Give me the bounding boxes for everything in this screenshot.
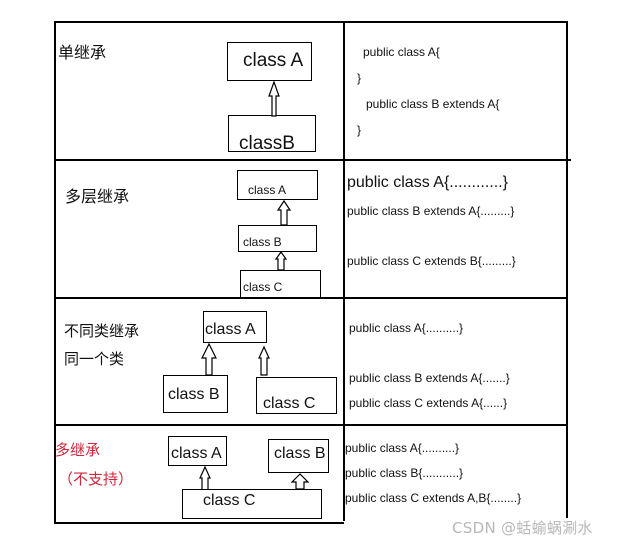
code-line: public class A{............} — [347, 174, 508, 191]
row-subtitle: （不支持） — [58, 470, 134, 488]
class-name: class A — [171, 445, 222, 462]
code-line: } — [357, 71, 362, 85]
class-box-b: class B — [163, 375, 228, 413]
code-line: public class B extends A{.......} — [349, 371, 510, 385]
code-line: public class A{ — [363, 45, 440, 59]
class-box-c: class C — [182, 489, 322, 519]
table-border-right — [566, 21, 568, 518]
class-box-b: class B — [238, 225, 317, 252]
inheritance-arrow-icon — [268, 80, 280, 117]
class-box-a: class A — [203, 311, 267, 343]
inheritance-arrow-icon — [290, 473, 310, 490]
inheritance-arrow-icon — [258, 345, 270, 376]
row-title: 多继承 — [55, 441, 101, 459]
class-name: class A — [243, 50, 304, 71]
row-title: 不同类继承 — [64, 322, 140, 340]
code-line: public class B extends A{ — [366, 97, 500, 111]
class-name: class B — [168, 386, 220, 403]
code-line: public class A{..........} — [349, 321, 464, 335]
class-box-a: class A — [227, 42, 312, 81]
row-title: 多层继承 — [65, 187, 130, 206]
row-subtitle: 同一个类 — [64, 350, 125, 368]
class-box-b: class B — [268, 439, 329, 473]
class-name: class A — [205, 321, 256, 338]
inheritance-arrow-icon — [276, 199, 292, 226]
class-box-a: class A — [168, 436, 227, 466]
class-name: class B — [274, 445, 326, 462]
column-divider — [343, 21, 345, 521]
row-divider-3 — [54, 424, 566, 426]
row-title: 单继承 — [58, 43, 107, 62]
class-name: class A — [248, 183, 287, 197]
class-name: classB — [239, 133, 295, 154]
code-line: } — [357, 123, 362, 137]
inheritance-arrow-icon — [274, 250, 288, 271]
table-border-bottom — [54, 522, 344, 524]
code-line: public class A{..........} — [345, 441, 460, 455]
class-box-b: classB — [228, 115, 316, 154]
class-name: class C — [203, 492, 256, 509]
code-line: public class C extends B{.........} — [347, 254, 516, 268]
table-border-top — [54, 21, 567, 23]
code-line: public class B{...........} — [345, 466, 464, 480]
class-box-c: class C — [240, 270, 321, 298]
class-box-a: class A — [237, 170, 318, 200]
class-name: class C — [263, 395, 316, 412]
class-name: class C — [243, 280, 283, 294]
class-box-c: class C — [256, 377, 337, 414]
watermark: CSDN @蛞蝓蜗涮水 — [452, 519, 593, 537]
table-border-left — [54, 21, 56, 524]
row-divider-1 — [54, 159, 571, 161]
code-line: public class C extends A{......} — [349, 396, 508, 410]
inheritance-arrow-icon — [201, 342, 217, 376]
code-line: public class C extends A,B{........} — [345, 491, 522, 505]
code-line: public class B extends A{.........} — [347, 204, 515, 218]
class-name: class B — [243, 235, 282, 249]
